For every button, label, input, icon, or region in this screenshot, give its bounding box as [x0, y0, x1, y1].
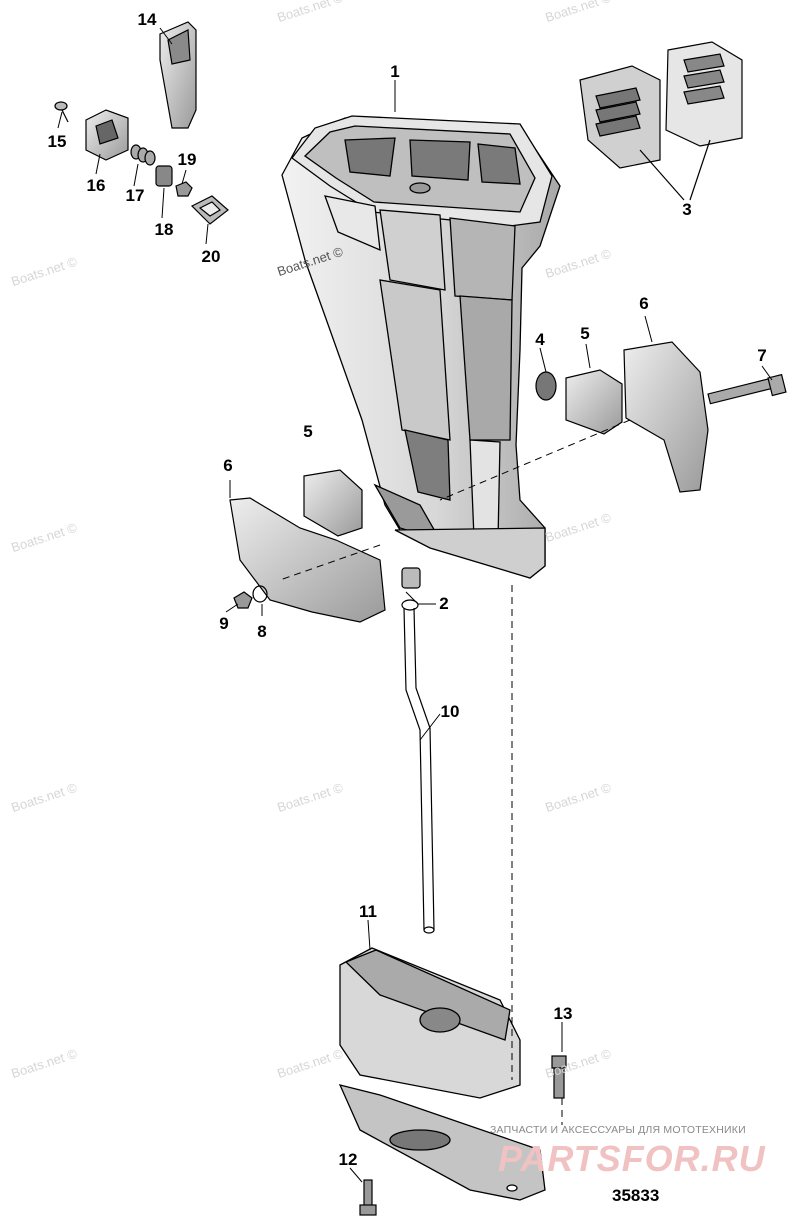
screw-15 [54, 101, 69, 123]
screw-12 [359, 1179, 377, 1216]
leader-lines [57, 27, 773, 1183]
block-16 [85, 109, 129, 161]
callout-4: 4 [535, 330, 545, 349]
callout-17: 17 [125, 186, 145, 205]
bolt-7 [707, 373, 787, 405]
callout-8: 8 [257, 622, 267, 641]
brand-tagline: ЗАПЧАСТИ И АКСЕССУАРЫ ДЛЯ МОТОТЕХНИКИ [490, 1124, 746, 1136]
bracket-6-left [229, 497, 386, 623]
callout-16: 16 [86, 176, 106, 195]
nut-9 [233, 591, 253, 609]
callout-5-left: 5 [303, 422, 313, 441]
bushing-2 [401, 567, 421, 611]
water-tube-10 [403, 607, 435, 934]
washer-8 [252, 585, 268, 603]
callout-6-right: 6 [639, 294, 649, 313]
lower-housing-11 [338, 947, 546, 1201]
callout-14: 14 [137, 10, 157, 29]
mount-5-left [303, 469, 363, 537]
callout-19: 19 [177, 150, 197, 169]
brand-logo: PARTSFOR.RU [498, 1138, 766, 1179]
alignment-lines [279, 419, 631, 1125]
callout-11: 11 [359, 902, 377, 921]
mount-5-right [565, 369, 623, 435]
callout-1: 1 [390, 62, 400, 81]
mount-cover-14 [159, 21, 197, 129]
callout-6-left: 6 [223, 456, 233, 475]
callout-10: 10 [440, 702, 460, 721]
bracket-6-right [623, 341, 709, 493]
cover-pair-3 [579, 41, 743, 201]
callout-7: 7 [757, 346, 767, 365]
diagram-number: 35833 [612, 1186, 660, 1205]
screw-13 [551, 1055, 567, 1099]
callout-20: 20 [201, 247, 221, 266]
gasket-20 [190, 195, 229, 225]
spring-17 [130, 144, 156, 166]
callout-13: 13 [553, 1004, 573, 1023]
callout-15: 15 [47, 132, 67, 151]
driveshaft-housing [281, 115, 561, 579]
callout-18: 18 [154, 220, 174, 239]
plunger-18 [155, 165, 173, 187]
callout-3: 3 [682, 200, 692, 219]
brand-watermark: ЗАПЧАСТИ И АКСЕССУАРЫ ДЛЯ МОТОТЕХНИКИ PA… [490, 1124, 790, 1194]
callout-12: 12 [338, 1150, 358, 1169]
plug-4 [535, 371, 557, 401]
callout-5-right: 5 [580, 324, 590, 343]
callout-2: 2 [439, 594, 449, 613]
callout-9: 9 [219, 614, 229, 633]
nut-19 [175, 181, 193, 197]
